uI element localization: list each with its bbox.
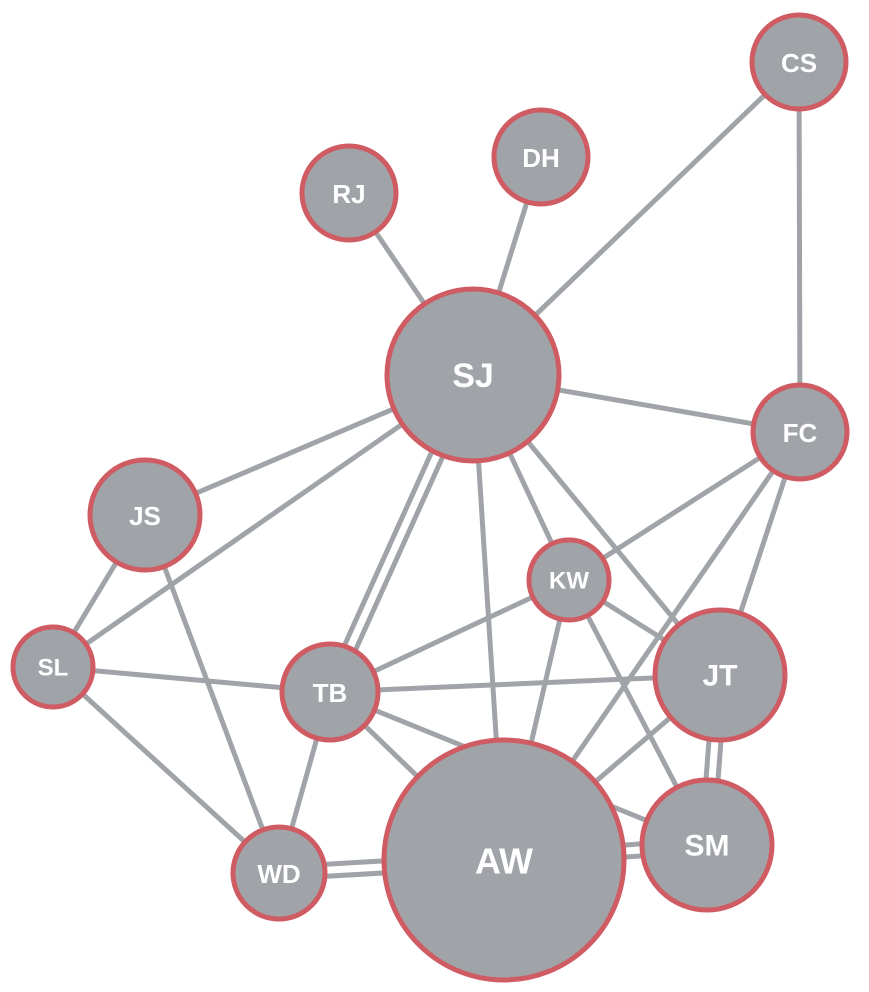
edge-sl-wd — [50, 664, 282, 876]
node-label-rj: RJ — [332, 179, 365, 209]
node-kw: KW — [526, 537, 612, 623]
node-label-fc: FC — [783, 418, 818, 448]
node-label-wd: WD — [257, 859, 300, 889]
node-circle-wd — [230, 824, 328, 922]
node-rj: RJ — [299, 143, 399, 243]
node-label-sl: SL — [38, 655, 69, 682]
node-circle-dh — [491, 107, 591, 207]
node-circle-sj — [384, 286, 562, 464]
node-label-sj: SJ — [452, 357, 494, 395]
node-label-sm: SM — [685, 830, 730, 863]
node-sm: SM — [639, 777, 775, 913]
node-cs: CS — [749, 12, 849, 112]
node-sl: SL — [10, 624, 96, 710]
node-label-cs: CS — [781, 48, 817, 78]
node-wd: WD — [230, 824, 328, 922]
node-label-jt: JT — [702, 660, 737, 693]
node-circle-fc — [750, 382, 850, 482]
node-dh: DH — [491, 107, 591, 207]
node-circle-kw — [526, 537, 612, 623]
node-aw: AW — [381, 737, 627, 983]
node-circle-js — [87, 457, 203, 573]
node-circle-tb — [279, 641, 381, 743]
node-sj: SJ — [384, 286, 562, 464]
node-label-aw: AW — [475, 841, 533, 882]
node-label-dh: DH — [522, 143, 560, 173]
node-circle-sm — [639, 777, 775, 913]
node-jt: JT — [652, 607, 788, 743]
node-label-kw: KW — [549, 568, 589, 595]
node-label-tb: TB — [313, 678, 348, 708]
node-circle-sl — [10, 624, 96, 710]
edge-cs-fc — [796, 59, 803, 435]
node-circle-cs — [749, 12, 849, 112]
node-fc: FC — [750, 382, 850, 482]
node-label-js: JS — [129, 501, 161, 531]
node-circle-aw — [381, 737, 627, 983]
node-circle-rj — [299, 143, 399, 243]
nodes-layer: CS DH RJ SJ FC JS KW SL TB JT SM WD AW — [10, 12, 850, 983]
edge-js-wd — [142, 512, 282, 876]
node-js: JS — [87, 457, 203, 573]
node-tb: TB — [279, 641, 381, 743]
node-circle-jt — [652, 607, 788, 743]
